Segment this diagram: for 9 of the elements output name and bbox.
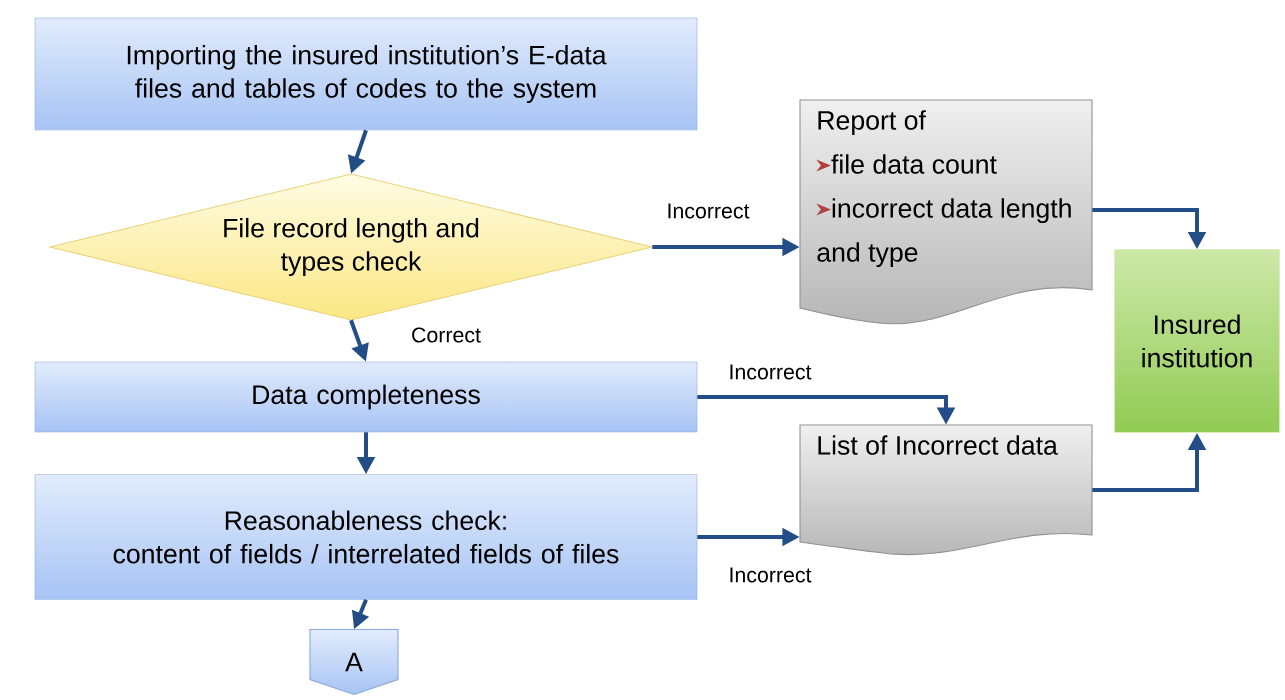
edge-label: Incorrect bbox=[727, 363, 813, 381]
edge-label: Incorrect bbox=[665, 202, 751, 220]
off-page-connector: A bbox=[309, 628, 399, 696]
process-box: Importing the insured institution’s E-data files and tables of codes to the system bbox=[34, 17, 698, 131]
process-box: Data completeness bbox=[34, 361, 698, 433]
process-box: Reasonableness check: content of fields / interrelated fields of files bbox=[34, 474, 698, 600]
edge-label: Incorrect bbox=[727, 566, 813, 584]
process-box: Insured institution bbox=[1114, 249, 1280, 433]
edge-label: Correct bbox=[409, 326, 483, 344]
